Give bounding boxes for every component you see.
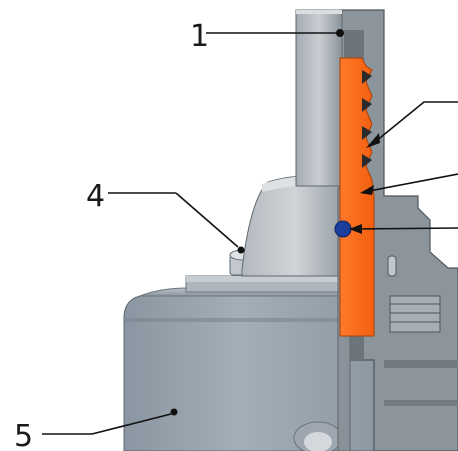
callout-dot-5 bbox=[170, 408, 178, 416]
leader-lines bbox=[42, 32, 458, 435]
callout-dot-4 bbox=[237, 246, 245, 254]
callout-label-1: 1 bbox=[190, 19, 209, 54]
callout-label-4: 4 bbox=[86, 179, 105, 214]
cap-part bbox=[241, 175, 341, 277]
orange-insert-part bbox=[339, 57, 375, 337]
seal-ball bbox=[334, 220, 352, 238]
base-ring bbox=[185, 275, 339, 293]
callout-dot-1 bbox=[336, 29, 344, 37]
callout-label-5: 5 bbox=[14, 419, 33, 451]
leader-arrowheads bbox=[349, 133, 380, 234]
